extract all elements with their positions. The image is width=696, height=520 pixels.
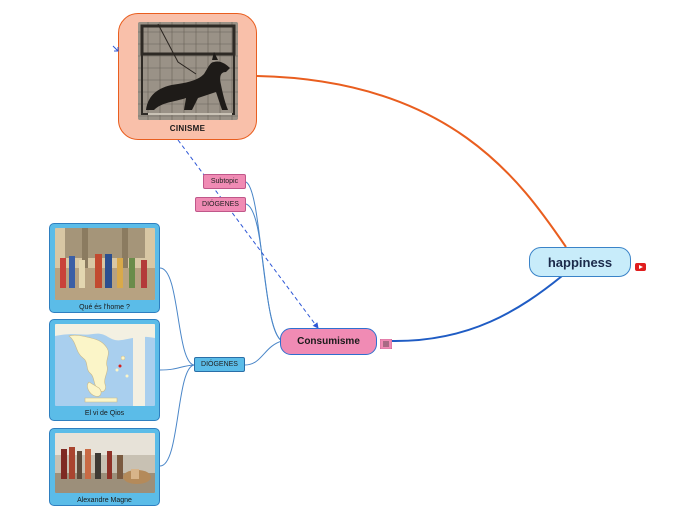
topic-consumisme[interactable]: Consumisme bbox=[280, 328, 377, 355]
relationship-cinisme-consumisme bbox=[177, 139, 319, 329]
topic-cinisme[interactable]: CINISME bbox=[118, 13, 257, 140]
link-diogenes-card3 bbox=[159, 364, 195, 467]
link-happiness-consumisme bbox=[391, 275, 563, 343]
card-que-es-lhome[interactable]: Qué és l'home ? bbox=[49, 223, 160, 313]
link-consumisme-diogenes-pink bbox=[245, 203, 283, 342]
topic-cinisme-label: CINISME bbox=[169, 124, 206, 133]
card-el-vi-de-qios[interactable]: El vi de Qios bbox=[49, 319, 160, 421]
alexander-diogenes-image bbox=[54, 433, 155, 493]
greece-map-image bbox=[54, 324, 155, 406]
card-3-label: Alexandre Magne bbox=[77, 497, 132, 504]
diogenes-blue-node[interactable]: DIÓGENES bbox=[194, 357, 245, 372]
link-happiness-cinisme bbox=[256, 75, 567, 248]
diogenes-blue-label: DIÓGENES bbox=[201, 361, 238, 368]
mosaic-dog-image bbox=[137, 22, 238, 120]
central-topic-happiness[interactable]: happiness bbox=[529, 247, 631, 277]
link-consumisme-subtopic bbox=[245, 181, 283, 342]
card-2-label: El vi de Qios bbox=[84, 410, 125, 417]
notes-icon[interactable] bbox=[379, 336, 393, 354]
link-arrow-icon[interactable] bbox=[112, 40, 120, 58]
link-diogenes-card2 bbox=[159, 364, 195, 371]
subtopic-node[interactable]: Subtopic bbox=[203, 174, 246, 189]
card-alexandre-magne[interactable]: Alexandre Magne bbox=[49, 428, 160, 506]
school-of-athens-image bbox=[54, 228, 155, 300]
diogenes-pink-label: DIÓGENES bbox=[202, 201, 239, 208]
central-topic-label: happiness bbox=[547, 254, 613, 270]
card-1-label: Qué és l'home ? bbox=[79, 304, 130, 311]
subtopic-label: Subtopic bbox=[210, 178, 239, 185]
link-diogenes-card1 bbox=[159, 267, 195, 366]
diogenes-pink-node[interactable]: DIÓGENES bbox=[195, 197, 246, 212]
youtube-icon[interactable] bbox=[635, 258, 646, 276]
topic-consumisme-label: Consumisme bbox=[297, 336, 360, 347]
link-consumisme-diogenes-blue bbox=[244, 340, 283, 366]
